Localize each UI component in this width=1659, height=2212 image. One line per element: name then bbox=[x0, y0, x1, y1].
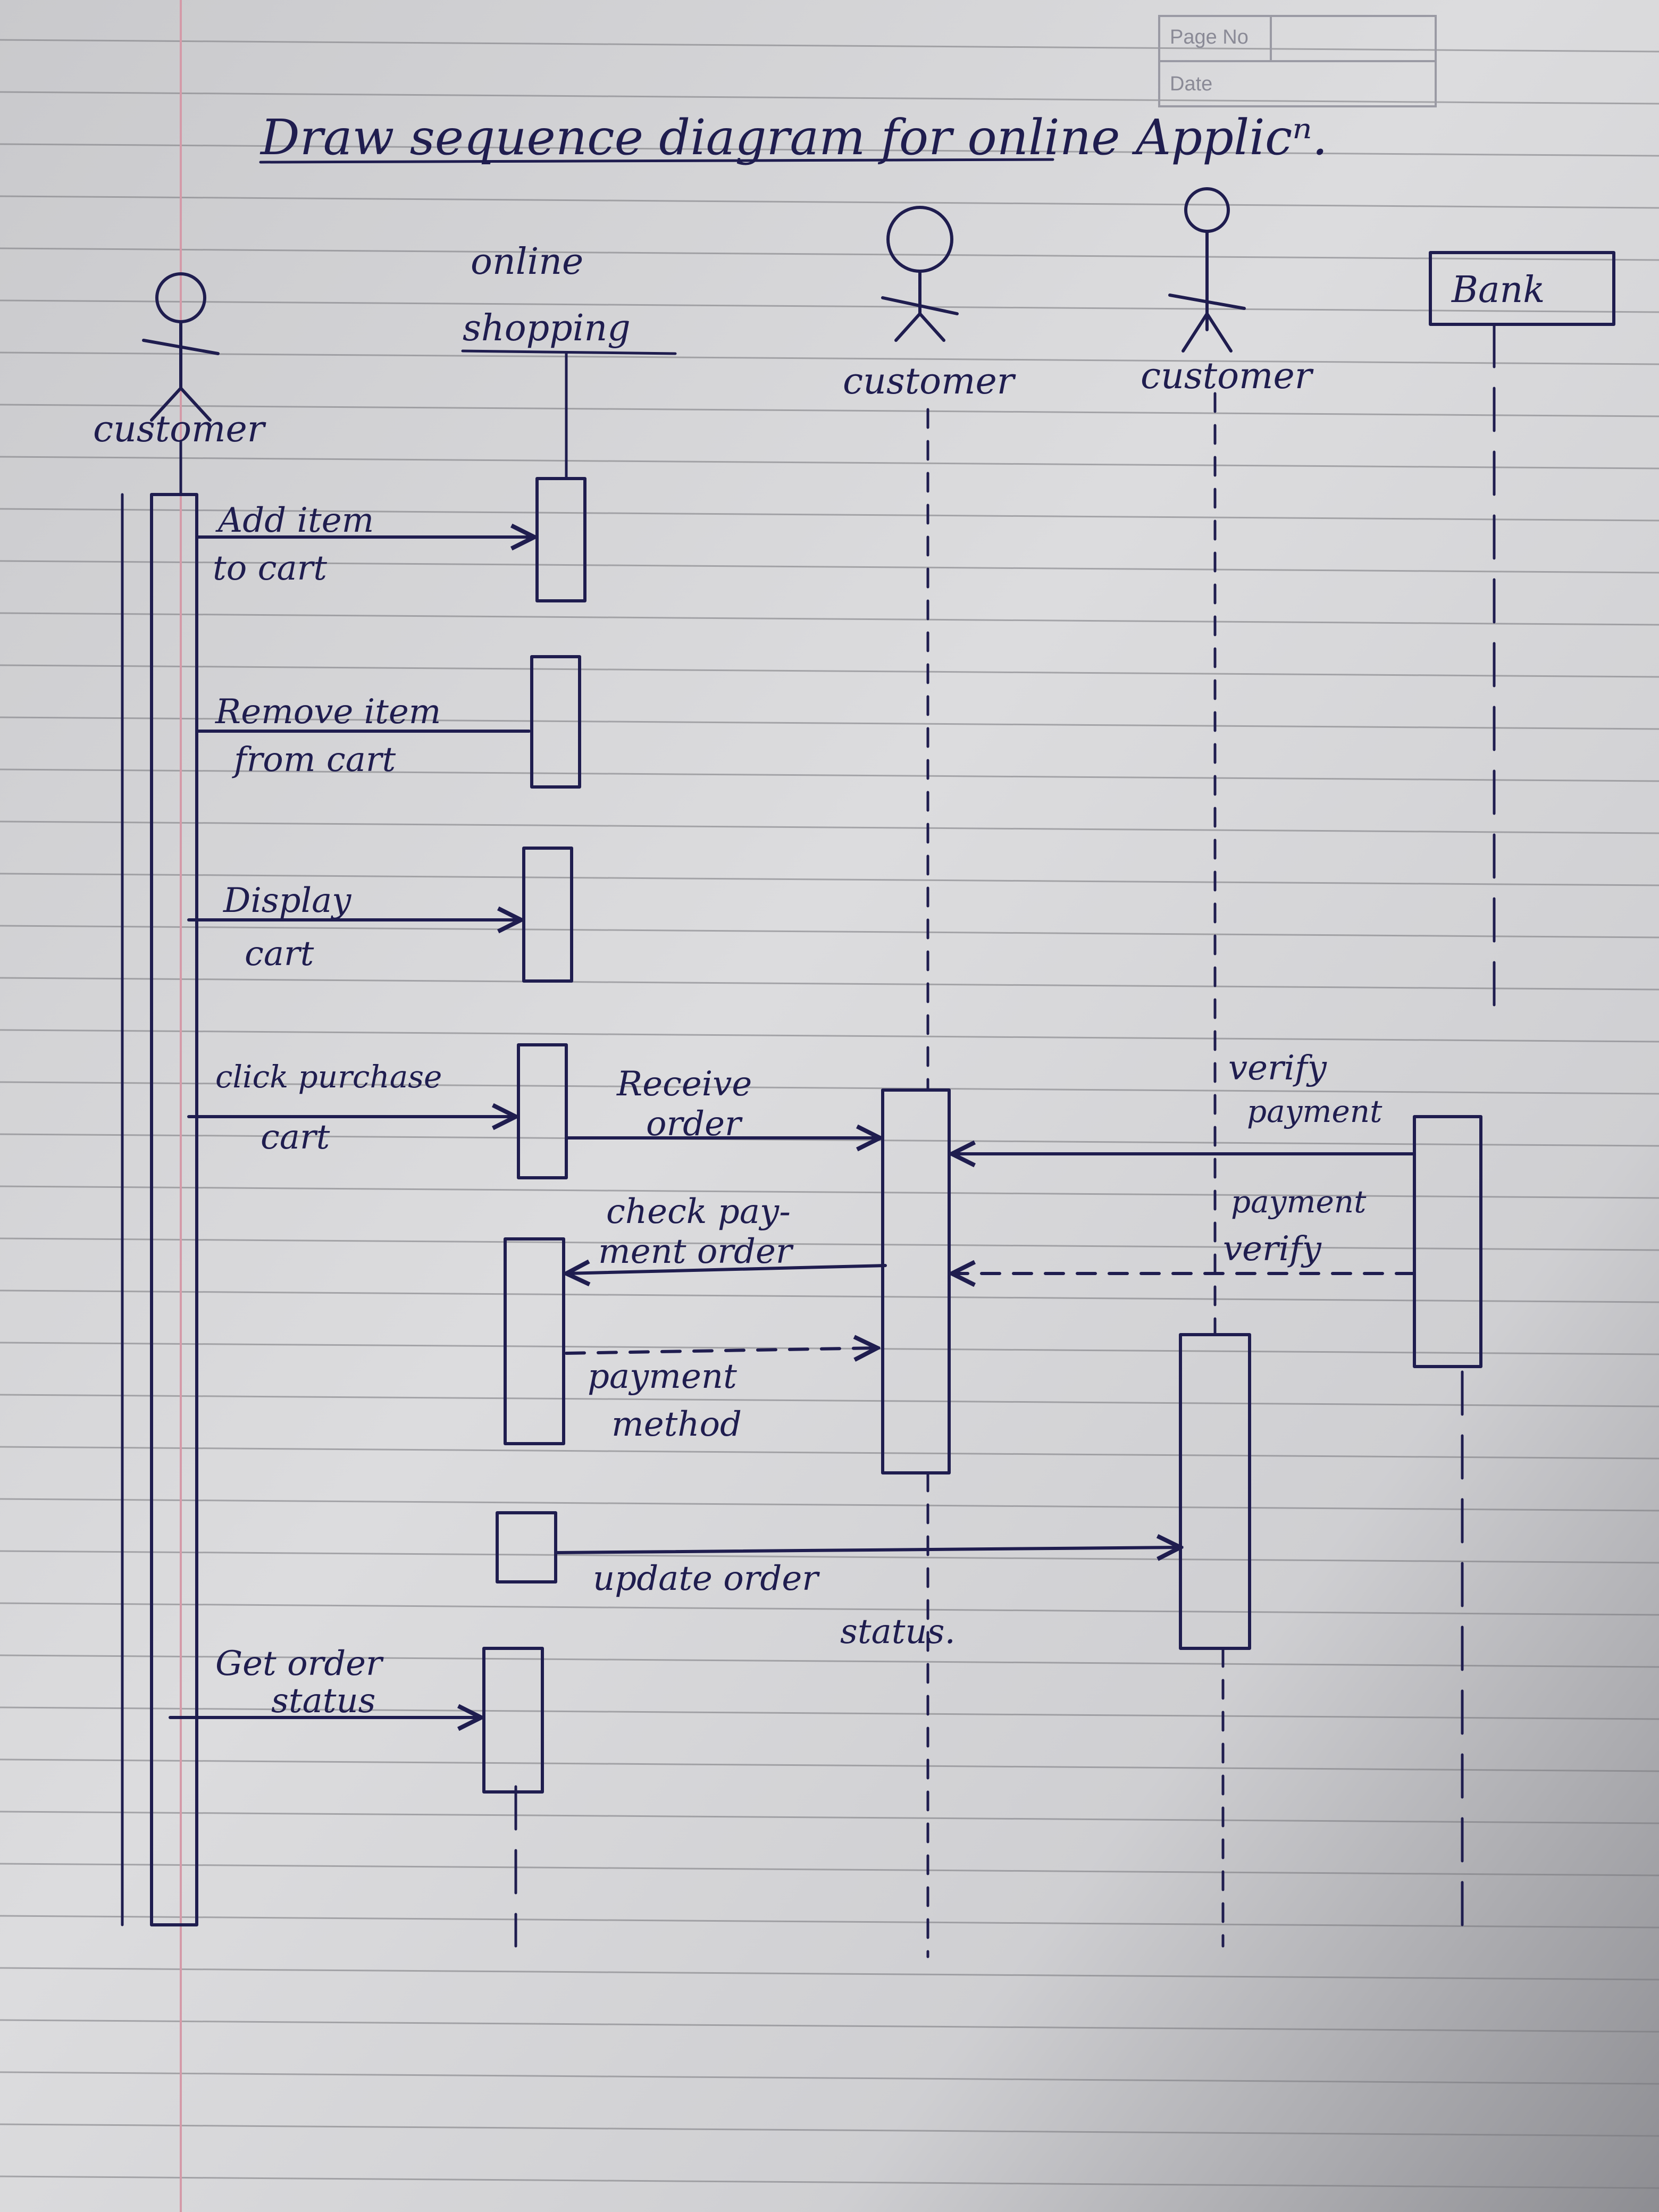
actor-label: customer bbox=[843, 361, 1016, 403]
message-update-order-status: update order status. bbox=[554, 1547, 1180, 1652]
ruled-line bbox=[0, 39, 1659, 53]
ruled-line bbox=[0, 1498, 1659, 1512]
ruled-line bbox=[0, 925, 1659, 939]
ruled-line bbox=[0, 351, 1659, 365]
svg-text:check pay-: check pay- bbox=[606, 1192, 791, 1231]
ruled-line bbox=[0, 1811, 1659, 1824]
svg-text:to cart: to cart bbox=[213, 549, 327, 588]
activation-customer-left bbox=[150, 493, 198, 1926]
svg-text:from cart: from cart bbox=[232, 740, 396, 780]
ruled-line bbox=[0, 195, 1659, 209]
actor-customer-middle: customer bbox=[843, 206, 1016, 403]
message-add-item-to-cart: Add item to cart bbox=[195, 501, 534, 588]
ruled-line bbox=[0, 2019, 1659, 2033]
ruled-line bbox=[0, 1029, 1659, 1043]
svg-text:cart: cart bbox=[261, 1118, 330, 1157]
svg-text:verify: verify bbox=[1223, 1229, 1322, 1269]
ruled-line bbox=[0, 1289, 1659, 1303]
svg-text:ment order: ment order bbox=[598, 1232, 794, 1271]
ruled-line bbox=[0, 1654, 1659, 1668]
svg-text:status: status bbox=[271, 1681, 376, 1721]
ruled-line bbox=[0, 716, 1659, 730]
ruled-line bbox=[0, 91, 1659, 105]
message-click-purchase-cart: click purchase cart bbox=[187, 1059, 516, 1157]
activation-update-order bbox=[496, 1511, 557, 1583]
message-remove-item-from-cart: Remove item from cart bbox=[195, 692, 531, 780]
ruled-line bbox=[0, 1758, 1659, 1772]
ruled-line bbox=[0, 1602, 1659, 1616]
ruled-line bbox=[0, 768, 1659, 782]
ruled-line bbox=[0, 1967, 1659, 1981]
title-underline bbox=[259, 158, 1054, 164]
activation-remove-item bbox=[530, 655, 581, 789]
svg-text:Display: Display bbox=[223, 881, 351, 920]
svg-text:Remove item: Remove item bbox=[215, 692, 441, 732]
page-no-label: Page No bbox=[1170, 26, 1249, 48]
message-receive-order: Receive order bbox=[565, 1065, 880, 1144]
svg-text:click purchase: click purchase bbox=[215, 1059, 442, 1095]
message-payment-verify: payment verify bbox=[952, 1184, 1416, 1273]
svg-text:method: method bbox=[611, 1405, 742, 1444]
ruled-line bbox=[0, 143, 1659, 157]
svg-text:update order: update order bbox=[593, 1559, 820, 1598]
ruled-line bbox=[0, 2071, 1659, 2085]
svg-text:cart: cart bbox=[245, 934, 314, 974]
ruled-line bbox=[0, 1915, 1659, 1929]
svg-text:Get order: Get order bbox=[215, 1644, 384, 1683]
ruled-line bbox=[0, 2175, 1659, 2189]
ruled-line bbox=[0, 977, 1659, 991]
svg-text:payment: payment bbox=[1247, 1093, 1382, 1129]
ruled-line bbox=[0, 820, 1659, 834]
message-get-order-status: Get order status bbox=[169, 1644, 481, 1721]
actor-customer-right: customer bbox=[1141, 187, 1314, 397]
ruled-line bbox=[0, 404, 1659, 417]
message-verify-payment: verify payment bbox=[952, 1049, 1416, 1154]
svg-text:Add item: Add item bbox=[215, 501, 374, 540]
ruled-line bbox=[0, 873, 1659, 886]
svg-text:verify: verify bbox=[1228, 1049, 1327, 1088]
ruled-line bbox=[0, 1550, 1659, 1564]
svg-text:Receive: Receive bbox=[616, 1065, 752, 1104]
ruled-line bbox=[0, 1446, 1659, 1460]
actor-label: customer bbox=[1141, 355, 1314, 397]
message-payment-method: payment method bbox=[565, 1348, 877, 1444]
ruled-line bbox=[0, 612, 1659, 626]
ruled-line bbox=[0, 1237, 1659, 1251]
ruled-line bbox=[0, 1185, 1659, 1199]
ruled-line bbox=[0, 2123, 1659, 2137]
date-label: Date bbox=[1170, 73, 1212, 95]
ruled-line bbox=[0, 456, 1659, 470]
bank-box bbox=[1429, 251, 1615, 326]
svg-text:payment: payment bbox=[588, 1357, 737, 1396]
message-check-payment-order: check pay- ment order bbox=[566, 1192, 887, 1273]
activation-bank bbox=[1413, 1115, 1482, 1368]
ruled-line bbox=[0, 1081, 1659, 1095]
ruled-line bbox=[0, 560, 1659, 574]
message-display-cart: Display cart bbox=[187, 881, 521, 974]
svg-text:status.: status. bbox=[840, 1612, 956, 1652]
participant-label-line2: shopping bbox=[463, 307, 631, 349]
page-stamp: Page No Date bbox=[1158, 15, 1437, 107]
participant-label-line1: online bbox=[471, 241, 583, 283]
participant-bank: Bank bbox=[1429, 251, 1615, 326]
ruled-line bbox=[0, 508, 1659, 522]
participant-label: Bank bbox=[1451, 269, 1545, 311]
ruled-line bbox=[0, 664, 1659, 678]
ruled-line bbox=[0, 1706, 1659, 1720]
svg-text:order: order bbox=[646, 1104, 743, 1144]
activation-customer-right bbox=[1179, 1333, 1251, 1650]
activation-check-payment bbox=[504, 1237, 565, 1445]
ruled-line bbox=[0, 247, 1659, 261]
svg-text:payment: payment bbox=[1231, 1184, 1367, 1220]
diagram-title: Draw sequence diagram for online Applicⁿ… bbox=[259, 109, 1328, 166]
ruled-line bbox=[0, 1863, 1659, 1876]
ruled-line bbox=[0, 1394, 1659, 1407]
ruled-line bbox=[0, 1133, 1659, 1147]
ruled-lines bbox=[0, 39, 1659, 2189]
ruled-line bbox=[0, 299, 1659, 313]
participant-online-shopping: online shopping bbox=[461, 241, 677, 355]
